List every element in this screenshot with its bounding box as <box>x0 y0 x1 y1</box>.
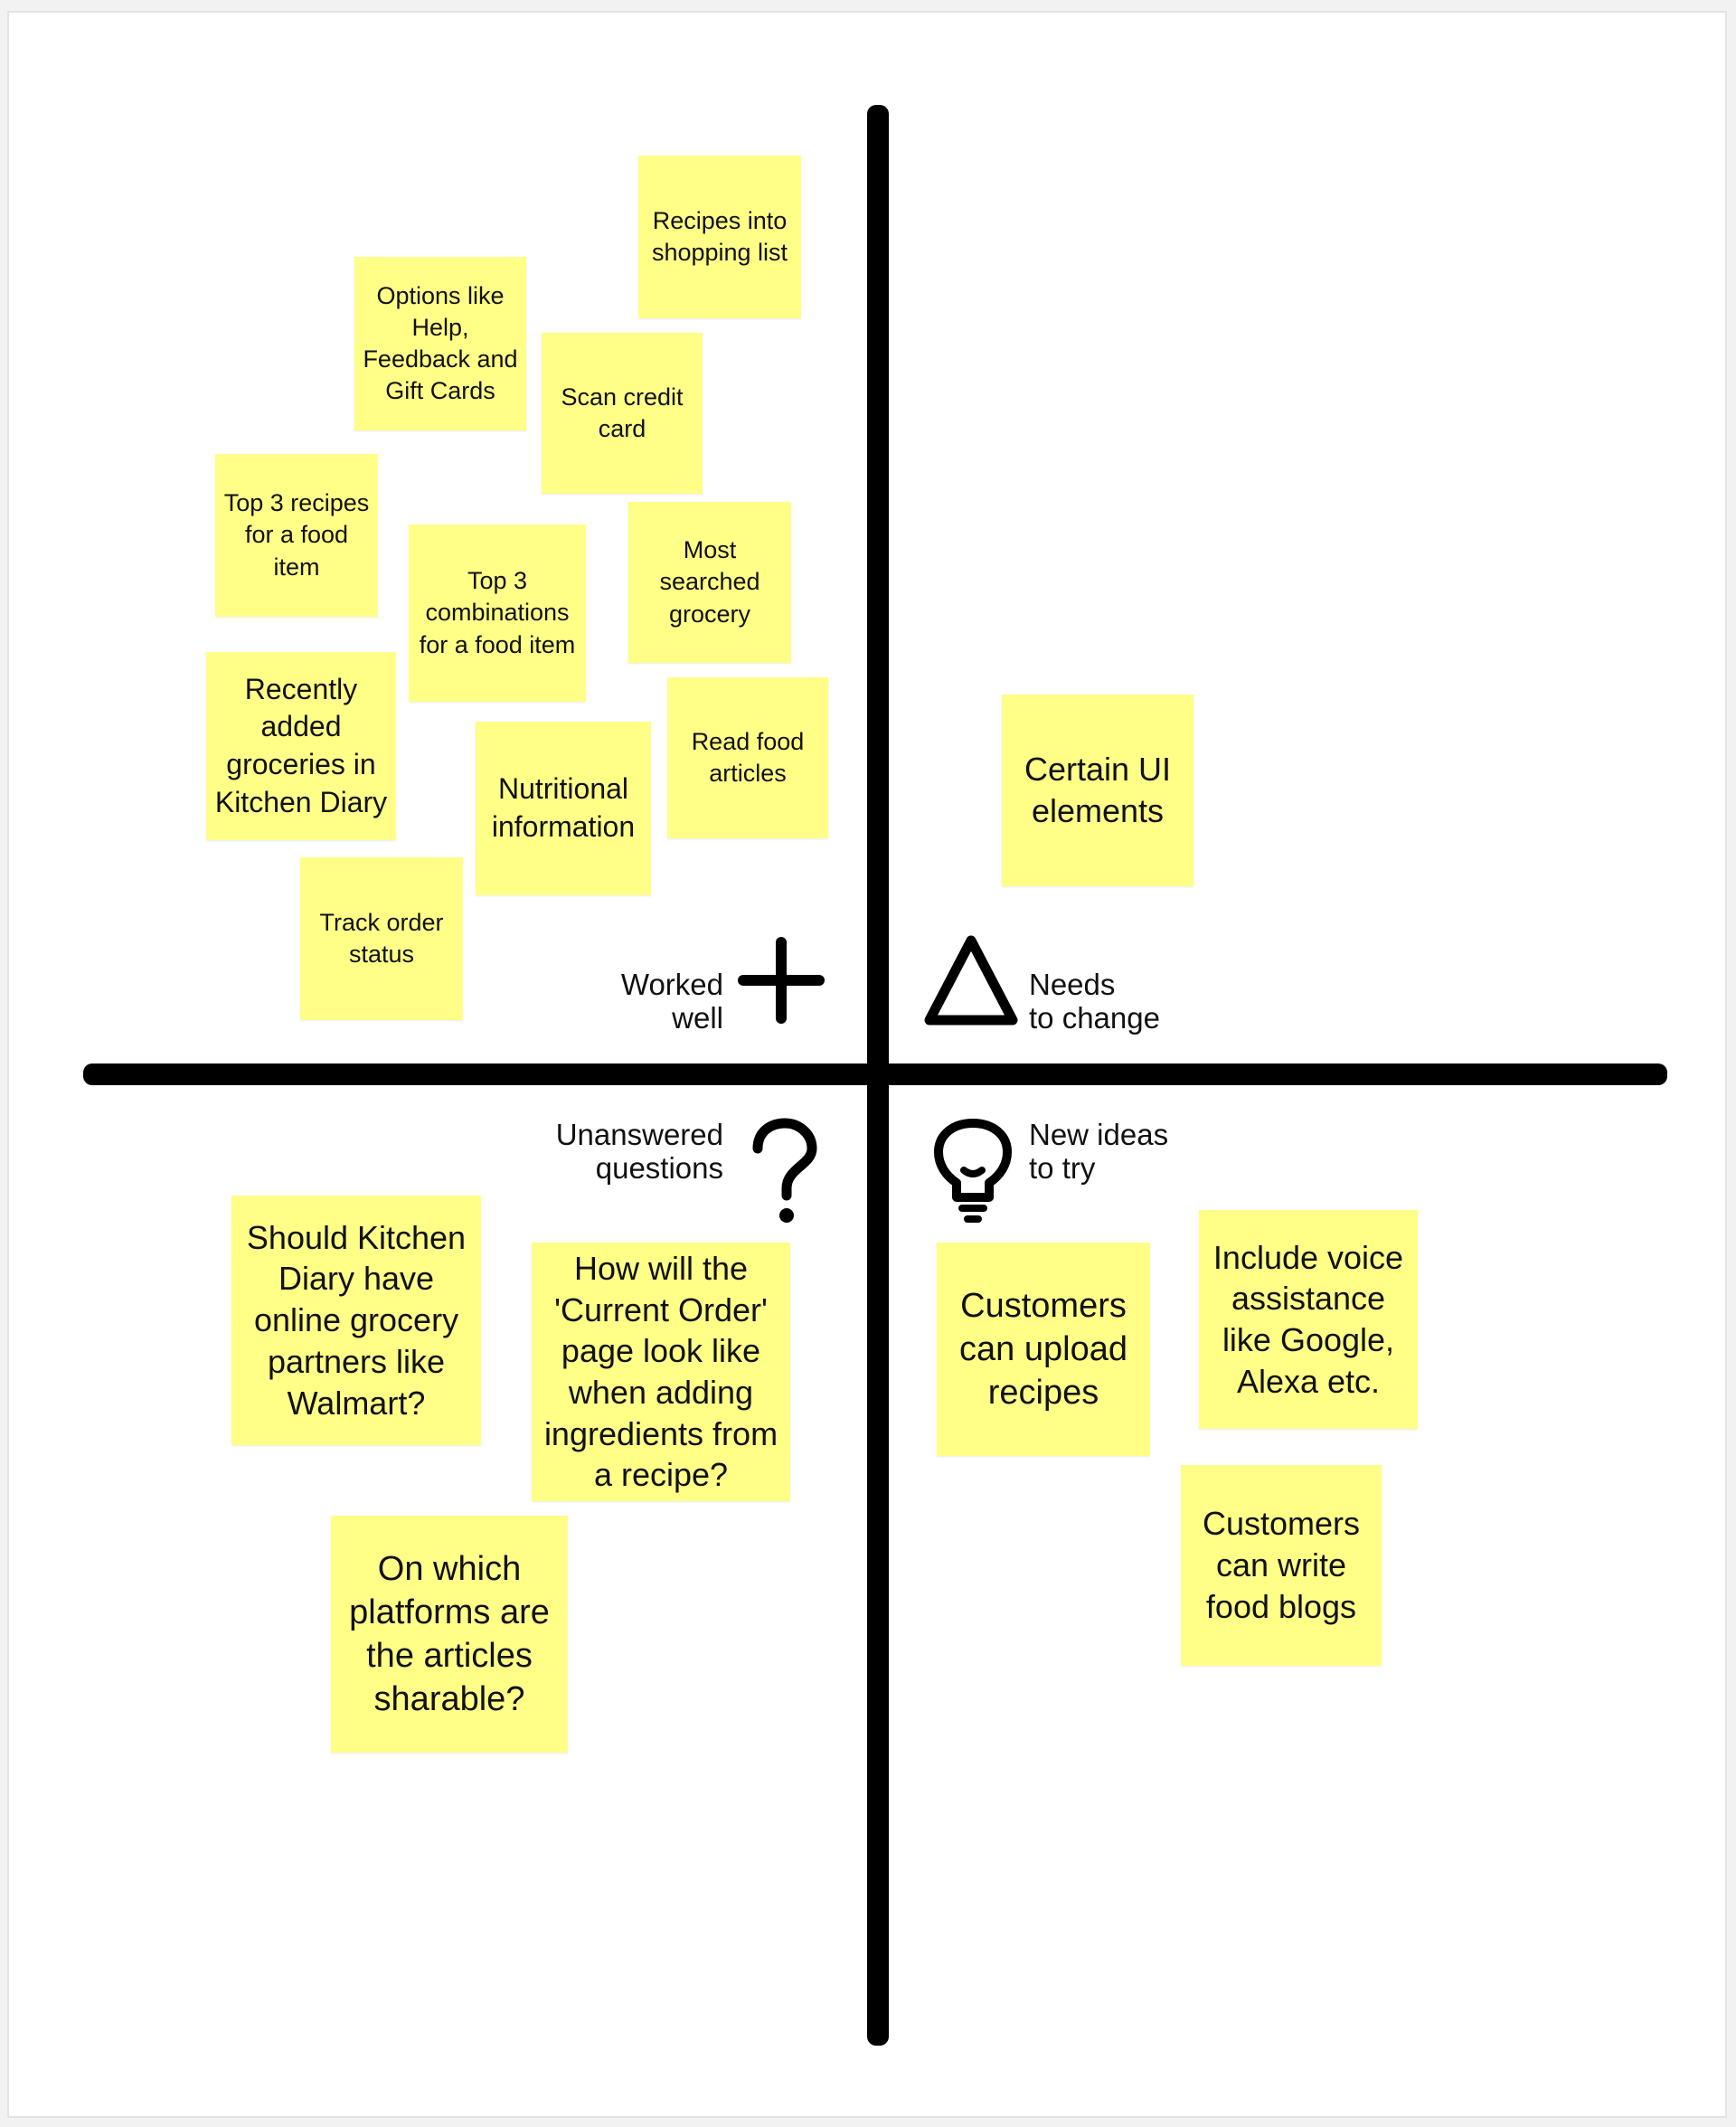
sticky-note[interactable]: Certain UI elements <box>1002 695 1194 886</box>
retrospective-board: Recipes into shopping list Options like … <box>7 11 1727 2118</box>
quadrant-label-new-ideas: New ideas to try <box>1029 1118 1169 1185</box>
sticky-note[interactable]: Customers can write food blogs <box>1181 1465 1382 1666</box>
sticky-note[interactable]: Should Kitchen Diary have online grocery… <box>231 1196 481 1445</box>
quadrant-label-unanswered-questions: Unanswered questions <box>555 1118 723 1185</box>
sticky-note[interactable]: Recipes into shopping list <box>638 156 801 318</box>
sticky-note[interactable]: Recently added groceries in Kitchen Diar… <box>206 652 396 840</box>
sticky-note[interactable]: Include voice assistance like Google, Al… <box>1199 1210 1418 1429</box>
horizontal-axis <box>83 1064 1667 1085</box>
lightbulb-icon <box>934 1119 1012 1223</box>
plus-icon <box>738 937 825 1024</box>
question-mark-icon <box>752 1118 817 1223</box>
sticky-note[interactable]: How will the 'Current Order' page look l… <box>532 1243 790 1501</box>
quadrant-label-needs-to-change: Needs to change <box>1029 968 1160 1035</box>
sticky-note[interactable]: Scan credit card <box>542 333 703 494</box>
sticky-note[interactable]: Nutritional information <box>476 722 651 895</box>
sticky-note[interactable]: Top 3 combinations for a food item <box>409 525 586 702</box>
sticky-note[interactable]: On which platforms are the articles shar… <box>331 1516 568 1753</box>
quadrant-label-worked-well: Worked well <box>620 968 723 1035</box>
sticky-note[interactable]: Customers can upload recipes <box>937 1243 1150 1456</box>
sticky-note[interactable]: Track order status <box>300 857 463 1020</box>
triangle-delta-icon <box>924 935 1018 1026</box>
sticky-note[interactable]: Top 3 recipes for a food item <box>215 454 378 617</box>
sticky-note[interactable]: Options like Help, Feedback and Gift Car… <box>354 257 526 430</box>
sticky-note[interactable]: Read food articles <box>667 677 828 838</box>
sticky-note[interactable]: Most searched grocery <box>628 502 791 663</box>
